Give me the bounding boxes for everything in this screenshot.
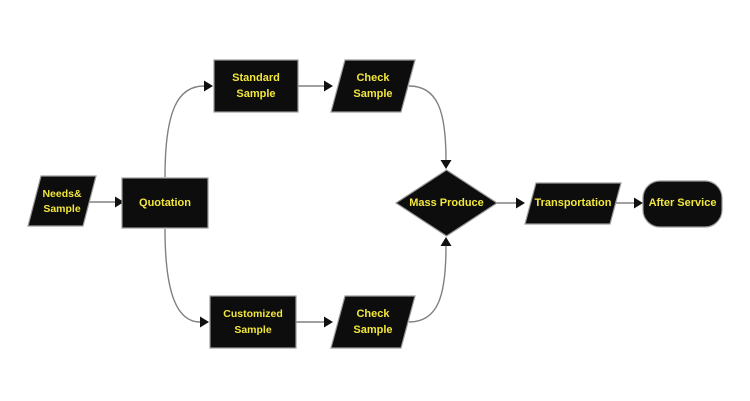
connector-mass-produce-to-transportation (497, 197, 525, 209)
node-quotation[interactable]: Quotation (121, 177, 209, 229)
node-check-sample-top[interactable]: Check Sample (330, 59, 416, 113)
connector-customized-to-check-bottom (296, 316, 333, 328)
transportation-shape[interactable] (524, 182, 622, 225)
connector-check-bottom-to-mass-produce (408, 237, 452, 323)
connector-transportation-to-after-service (616, 197, 643, 209)
check-sample-top-shape[interactable] (330, 59, 416, 113)
connector-quotation-to-customized (164, 228, 209, 328)
node-after-service[interactable]: After Service (642, 180, 723, 228)
connector-needs-to-quotation (88, 196, 124, 208)
connector-check-top-to-mass-produce (408, 85, 452, 169)
node-transportation[interactable]: Transportation (524, 182, 622, 225)
connector-quotation-to-standard (164, 80, 213, 178)
connector-standard-to-check-top (298, 80, 333, 92)
needs-sample-shape[interactable] (27, 175, 97, 227)
node-customized-sample[interactable]: Customized Sample (209, 295, 297, 349)
connector-layer (88, 80, 643, 328)
standard-sample-shape[interactable] (213, 59, 299, 113)
node-check-sample-bottom[interactable]: Check Sample (330, 295, 416, 349)
after-service-shape[interactable] (642, 180, 723, 228)
customized-sample-shape[interactable] (209, 295, 297, 349)
check-sample-bottom-shape[interactable] (330, 295, 416, 349)
quotation-shape[interactable] (121, 177, 209, 229)
mass-produce-shape[interactable] (394, 169, 499, 237)
node-standard-sample[interactable]: Standard Sample (213, 59, 299, 113)
